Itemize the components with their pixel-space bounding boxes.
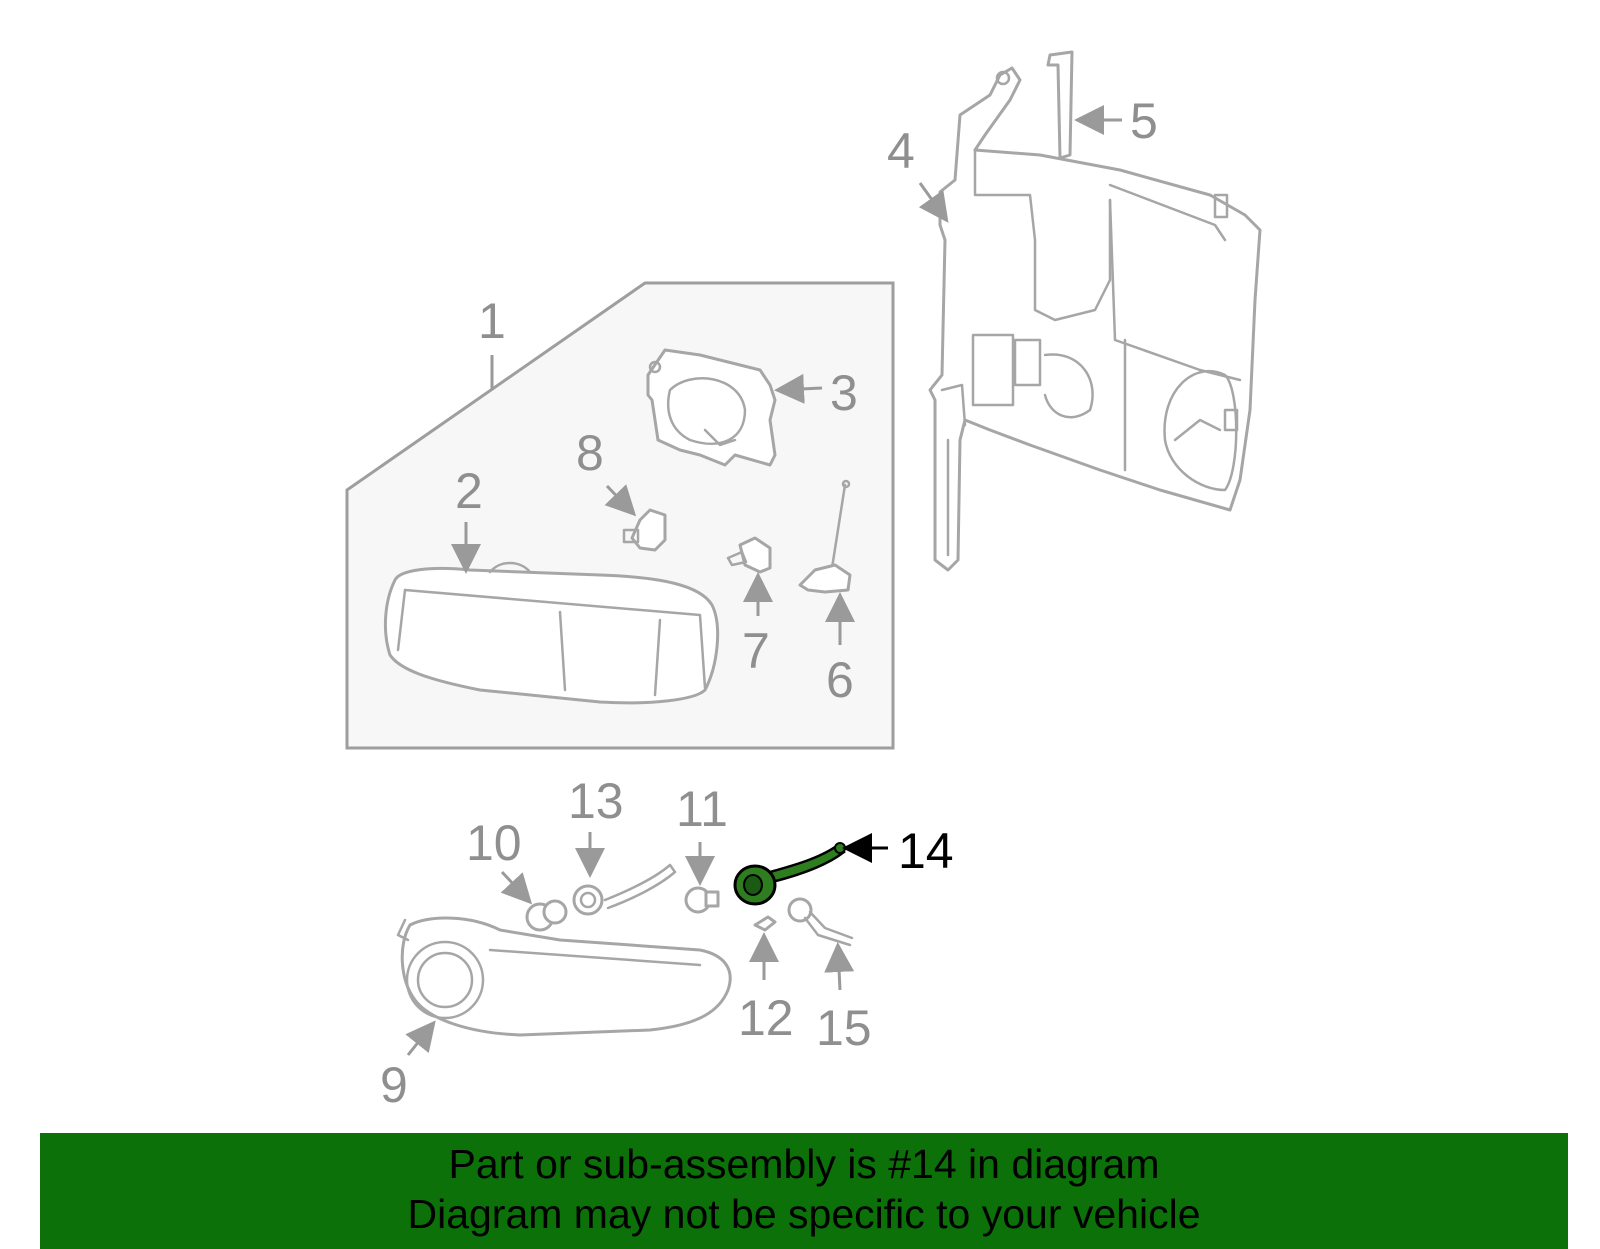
callout-5: 5	[1130, 93, 1158, 149]
socket-wire-14-highlighted[interactable]	[733, 842, 846, 906]
bulb-socket-7	[726, 536, 772, 574]
radiator-support-panel	[928, 66, 1262, 572]
info-banner: Part or sub-assembly is #14 in diagram D…	[40, 1133, 1568, 1249]
bulb-11	[684, 886, 720, 914]
callout-15: 15	[816, 1000, 872, 1056]
callout-14: 14	[898, 823, 954, 879]
clip-12	[753, 915, 777, 932]
leader-15	[824, 942, 855, 991]
headlamp-assembly	[384, 561, 720, 705]
callout-9: 9	[380, 1057, 408, 1113]
callout-6: 6	[826, 652, 854, 708]
callout-8: 8	[576, 425, 604, 481]
callout-10: 10	[466, 815, 522, 871]
rod-part-5	[1046, 50, 1074, 160]
banner-line-1: Part or sub-assembly is #14 in diagram	[448, 1141, 1160, 1187]
bulb-10	[525, 899, 568, 932]
callout-2: 2	[455, 463, 483, 519]
socket-wire-13	[572, 863, 677, 916]
leader-4	[918, 182, 949, 223]
leader-8	[604, 484, 637, 517]
callout-7: 7	[742, 623, 770, 679]
adjuster-6	[798, 479, 852, 594]
headlamp-bracket	[646, 348, 777, 467]
callout-3: 3	[830, 365, 858, 421]
side-lamp-assembly	[396, 916, 732, 1037]
callout-12: 12	[738, 990, 794, 1046]
callout-4: 4	[887, 123, 915, 179]
banner-line-2: Diagram may not be specific to your vehi…	[407, 1191, 1201, 1237]
wire-pigtail-15	[787, 897, 854, 947]
leader-10	[500, 870, 533, 905]
callout-1: 1	[478, 293, 506, 349]
leader-3	[774, 373, 823, 404]
leader-9	[405, 1020, 436, 1056]
bulb-socket-8	[622, 508, 667, 552]
callout-11: 11	[676, 781, 728, 837]
callout-13: 13	[568, 773, 624, 829]
